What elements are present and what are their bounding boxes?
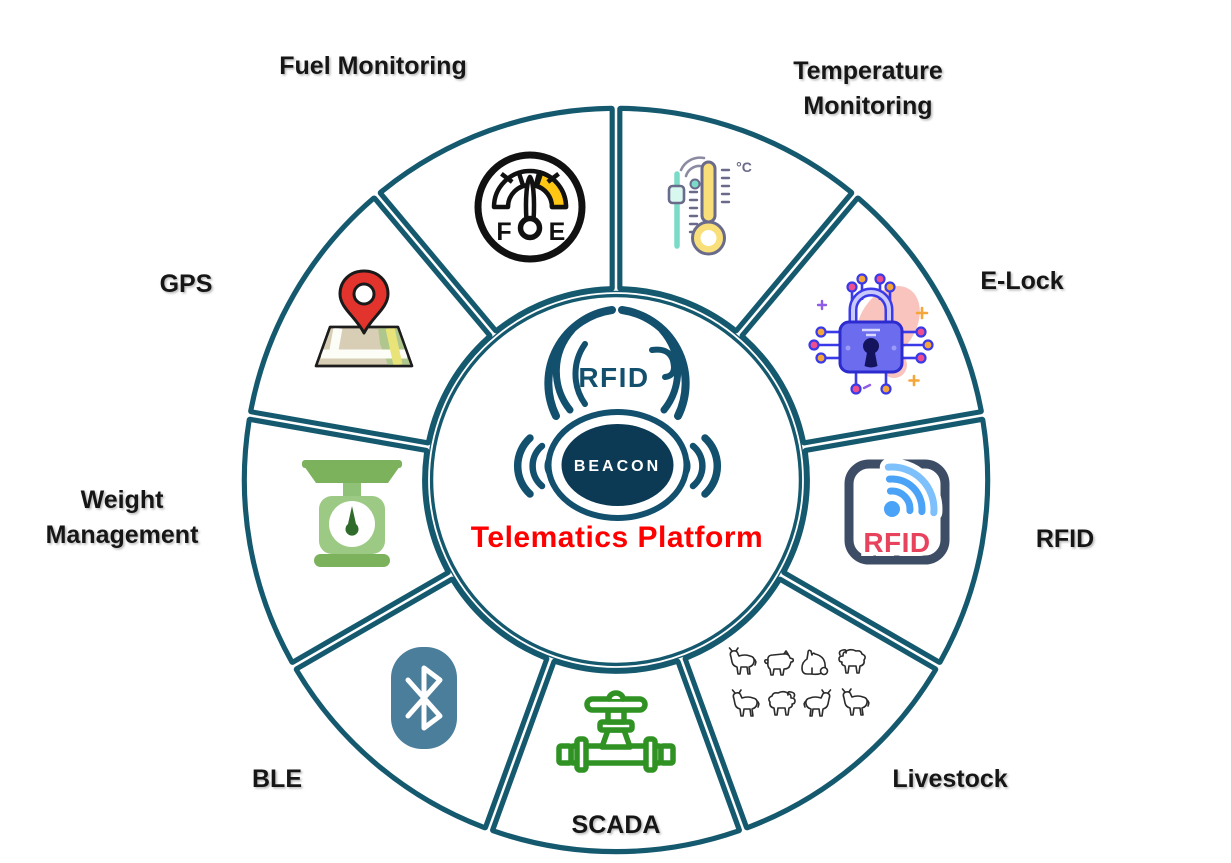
hub-rfid-text: RFID [578, 362, 649, 393]
map-pin-icon [314, 269, 414, 368]
segment-gps-inner-line [253, 201, 487, 441]
segment-livestock-inner-line [688, 582, 933, 825]
livestock-animals-icon [728, 647, 870, 717]
label-temperature-monitoring: Temperature Monitoring [793, 57, 943, 120]
label-e-lock: E-Lock [980, 267, 1064, 295]
pipeline-valve-icon [556, 690, 676, 773]
label-ble: BLE [252, 765, 302, 793]
segment-weight-management-inner-line [246, 422, 446, 659]
segment-scada-inner-line [495, 664, 737, 850]
rfid-reader-icon: RFID [844, 458, 950, 565]
rfid-antenna-arcs [544, 306, 690, 420]
segment-ble-inner-line [299, 582, 544, 825]
fuel-empty-letter: E [549, 218, 566, 246]
hub-circle-inner-line [428, 292, 804, 668]
label-weight-management: Weight Management [45, 486, 199, 549]
rfid-reader-text: RFID [863, 527, 930, 558]
beacon-ellipse [561, 424, 674, 506]
celsius-unit: °C [736, 159, 752, 175]
beacon-text: BEACON [574, 458, 661, 475]
segment-temperature-monitoring-inner-line [622, 110, 849, 328]
temperature-sensor-icon: °C [667, 156, 752, 256]
weighing-scale-icon [302, 460, 402, 567]
fuel-full-letter: F [496, 218, 511, 246]
label-scada: SCADA [571, 811, 661, 839]
segment-rfid-inner-line [786, 422, 986, 659]
label-fuel-monitoring: Fuel Monitoring [279, 52, 467, 80]
segment-temperature-monitoring [617, 105, 855, 334]
bluetooth-icon [391, 647, 457, 749]
segment-fuel-monitoring-inner-line [383, 110, 610, 328]
label-rfid: RFID [1035, 525, 1095, 553]
fuel-gauge-icon: F E [474, 151, 586, 263]
label-livestock: Livestock [892, 765, 1008, 793]
smart-padlock-icon [808, 273, 934, 395]
beacon-rfid-logo: RFID BEACON [514, 306, 721, 521]
segment-e-lock-inner-line [745, 201, 979, 441]
rfid-tag-hook [649, 346, 678, 380]
label-gps: GPS [159, 270, 213, 298]
sparkles [816, 299, 929, 390]
platform-title: Telematics Platform [470, 521, 764, 554]
